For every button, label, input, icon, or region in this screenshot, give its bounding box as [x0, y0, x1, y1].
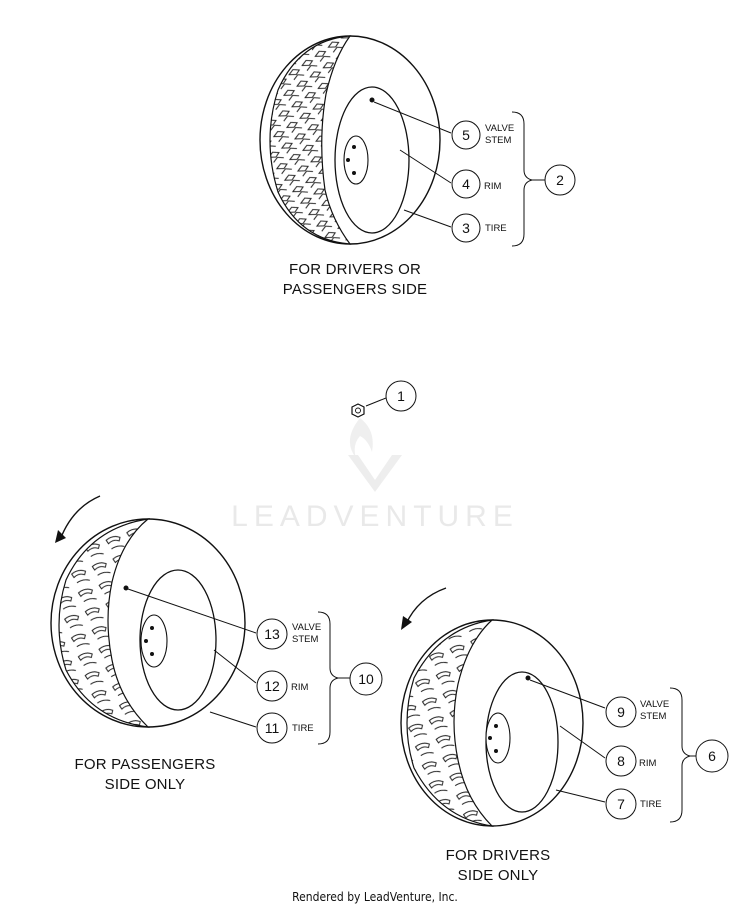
- svg-text:2: 2: [556, 172, 564, 188]
- svg-text:6: 6: [708, 748, 716, 764]
- callout-11: 11: [256, 712, 288, 744]
- left-rim-hub: [140, 614, 168, 668]
- rim-label-left: RIM: [291, 682, 309, 693]
- valve-label-top-1: VALVE: [485, 123, 514, 134]
- right-rim-hub: [485, 712, 511, 764]
- svg-text:3: 3: [462, 220, 470, 236]
- caption-right: FOR DRIVERS SIDE ONLY: [398, 846, 598, 886]
- tire-label-top: TIRE: [485, 223, 507, 234]
- svg-text:11: 11: [265, 720, 280, 736]
- svg-text:13: 13: [264, 626, 280, 642]
- callout-4: 4: [451, 169, 481, 199]
- svg-text:4: 4: [462, 176, 470, 192]
- right-wheel-assembly: [400, 619, 584, 827]
- rim-label-top: RIM: [484, 181, 502, 192]
- caption-top-line2: PASSENGERS SIDE: [282, 281, 428, 298]
- callout-6: 6: [695, 739, 729, 773]
- caption-left-line1: FOR PASSENGERS: [74, 756, 216, 773]
- callout-5: 5: [451, 120, 481, 150]
- callout-12: 12: [256, 670, 288, 702]
- left-rim: [139, 569, 217, 711]
- caption-right-line1: FOR DRIVERS: [445, 847, 551, 864]
- right-valve-stem-icon: [525, 675, 531, 681]
- top-wheel-assembly: [259, 35, 441, 245]
- callout-7: 7: [605, 788, 637, 820]
- svg-text:1: 1: [397, 388, 405, 404]
- callout-1: 1: [385, 380, 417, 412]
- svg-text:12: 12: [264, 678, 280, 694]
- top-tire-tread: [269, 35, 352, 245]
- callout-9: 9: [605, 696, 637, 728]
- left-tire-tread: [58, 518, 151, 728]
- valve-label-right-1: VALVE: [640, 699, 669, 710]
- caption-left: FOR PASSENGERS SIDE ONLY: [45, 755, 245, 795]
- callout-10: 10: [349, 662, 383, 696]
- right-tire-tread: [406, 619, 494, 827]
- valve-label-right-2: STEM: [640, 711, 666, 722]
- svg-text:8: 8: [617, 753, 625, 769]
- footer-credit: Rendered by LeadVenture, Inc.: [292, 890, 458, 904]
- callout-2: 2: [544, 164, 576, 196]
- callout-8: 8: [605, 745, 637, 777]
- rotation-arrow-right-icon: [405, 587, 447, 625]
- watermark-logo-icon: [348, 418, 402, 492]
- svg-text:9: 9: [617, 704, 625, 720]
- top-valve-stem-icon: [369, 97, 375, 103]
- svg-text:10: 10: [358, 671, 374, 687]
- tire-label-right: TIRE: [640, 799, 662, 810]
- rim-label-right: RIM: [639, 758, 657, 769]
- svg-text:5: 5: [462, 127, 470, 143]
- watermark-text: LEADVENTURE: [231, 500, 519, 533]
- top-rim: [334, 86, 410, 234]
- rotation-arrow-left-icon: [59, 495, 101, 541]
- lug-nut-icon: [351, 403, 365, 418]
- left-wheel-assembly: [50, 518, 246, 728]
- top-rim-hub: [343, 135, 369, 185]
- caption-right-line2: SIDE ONLY: [457, 867, 539, 884]
- valve-label-left-2: STEM: [292, 634, 318, 645]
- callout-3: 3: [451, 213, 481, 243]
- caption-left-line2: SIDE ONLY: [104, 776, 186, 793]
- valve-label-top-2: STEM: [485, 135, 511, 146]
- svg-text:7: 7: [617, 796, 625, 812]
- caption-top: FOR DRIVERS OR PASSENGERS SIDE: [255, 260, 455, 300]
- valve-label-left-1: VALVE: [292, 622, 321, 633]
- caption-top-line1: FOR DRIVERS OR: [289, 261, 421, 278]
- tire-label-left: TIRE: [292, 723, 314, 734]
- left-valve-stem-icon: [123, 585, 129, 591]
- callout-13: 13: [256, 618, 288, 650]
